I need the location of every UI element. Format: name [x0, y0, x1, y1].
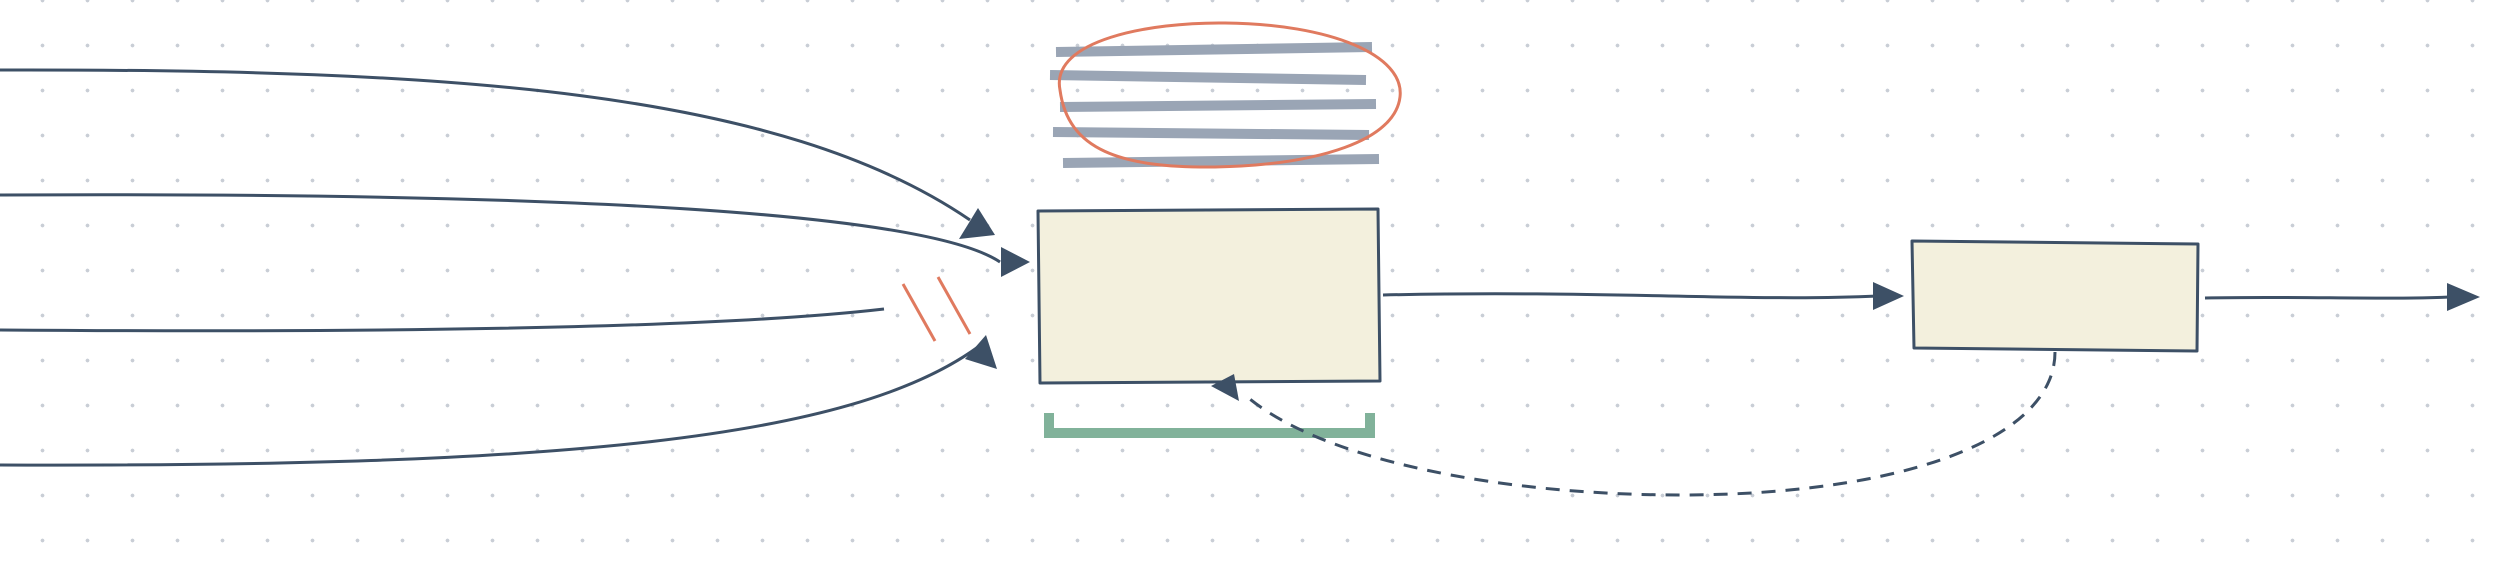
central-box — [1036, 207, 1382, 385]
scribble-line-1 — [1055, 42, 1373, 57]
scribble-line-5 — [1062, 154, 1380, 168]
scribble-lines — [1049, 42, 1380, 168]
break-slash-2 — [936, 276, 972, 335]
output-exit-arrow — [2204, 295, 2451, 300]
input-arrow-1-head — [959, 208, 995, 239]
incoming-arrows — [0, 68, 1001, 467]
scribble-line-4 — [1052, 127, 1370, 140]
central-to-output-arrow — [1382, 292, 1879, 300]
feedback-loop-arrow — [1244, 351, 2057, 497]
central-to-output-arrowhead — [1873, 282, 1904, 310]
input-arrow-2-head — [1001, 247, 1030, 277]
output-box — [1910, 239, 2200, 353]
feedback-loop-arrowhead — [1211, 374, 1239, 401]
break-slash-1 — [901, 283, 937, 342]
input-arrow-1 — [0, 68, 971, 222]
input-arrow-4 — [0, 345, 979, 467]
output-exit-arrowhead — [2447, 283, 2480, 311]
incoming-arrowheads — [959, 208, 1030, 369]
input-arrow-3-head — [965, 335, 997, 369]
break-marker — [901, 276, 972, 342]
input-arrow-3 — [0, 307, 885, 333]
bracket — [1044, 413, 1375, 438]
scribble-line-3 — [1059, 99, 1377, 112]
input-arrow-2 — [0, 193, 1001, 264]
scribble-line-2 — [1049, 70, 1367, 85]
annotation-circle — [1057, 21, 1402, 169]
